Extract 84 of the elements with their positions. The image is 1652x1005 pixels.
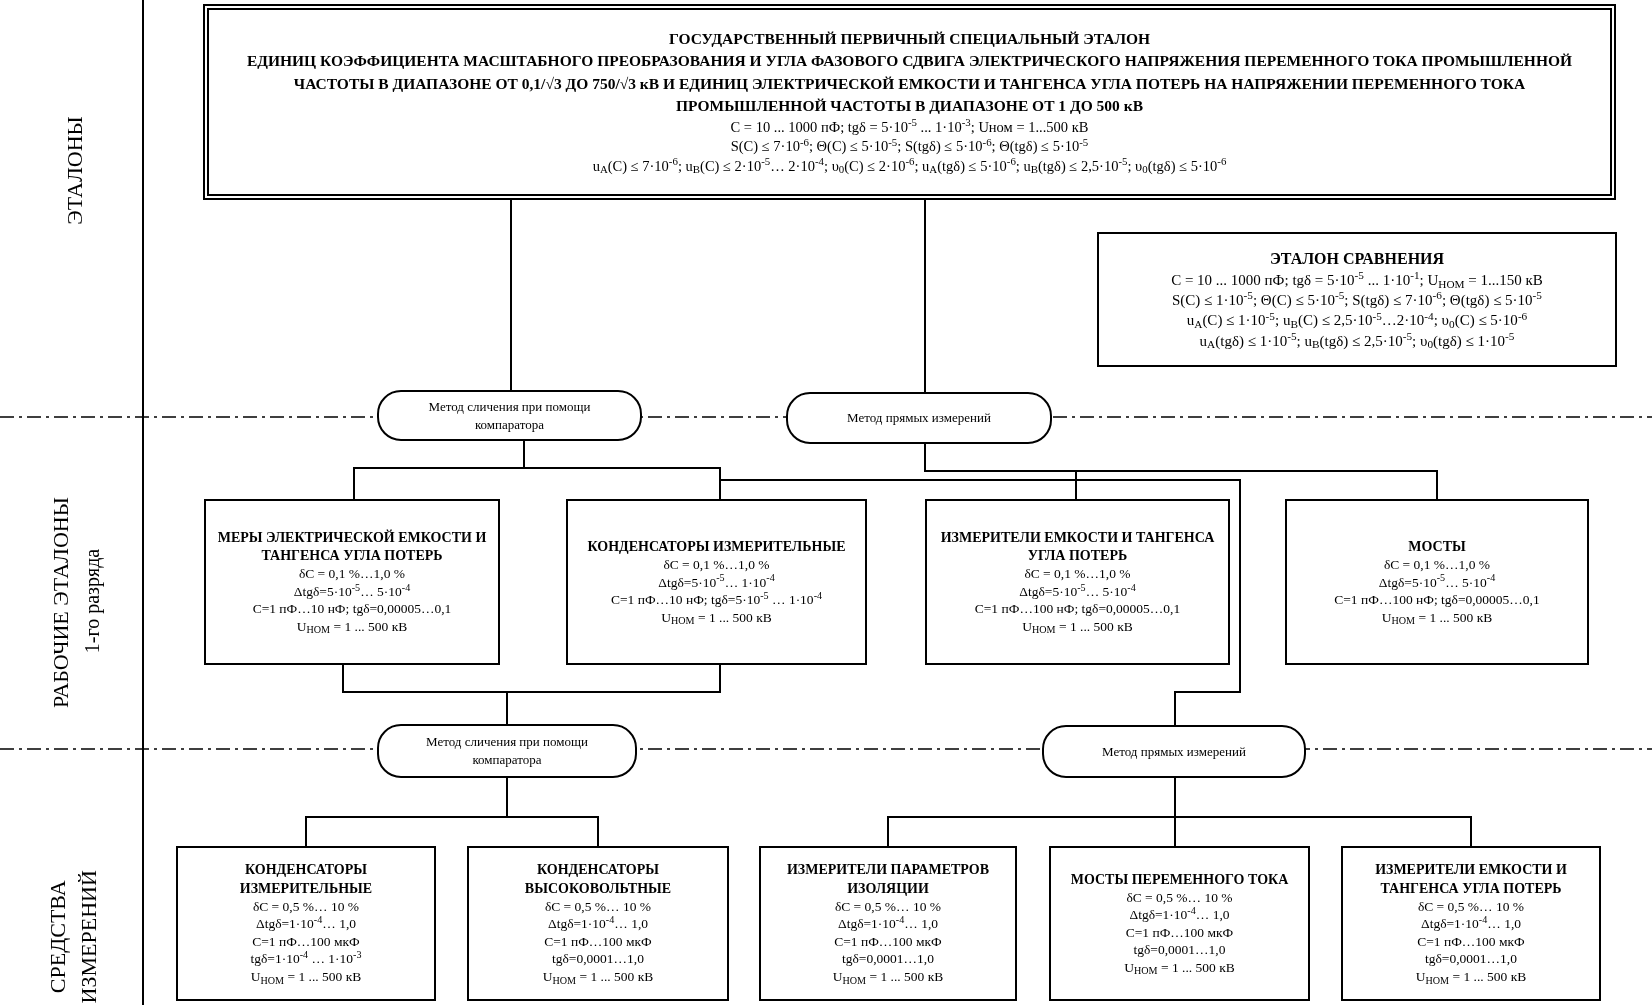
parameter-line: Δtgδ=1·10$^{-4}$… 1,0 [255,915,357,933]
category-box [467,846,729,1001]
box-heading: ИЗМЕРИТЕЛИ ПАРАМЕТРОВ ИЗОЛЯЦИИ [785,861,990,898]
connector-line [506,777,599,847]
parameter-line: C=1 пФ…100 нФ; tgδ=0,00005…0,1 [1334,591,1540,609]
box-heading: ИЗМЕРИТЕЛИ ЕМКОСТИ И ТАНГЕНСА УГЛА ПОТЕРЬ [1374,861,1568,898]
parameter-line: δC = 0,1 %…1,0 % [298,565,406,583]
parameter-line: C=1 пФ…100 мкФ [1125,923,1234,942]
parameter-line: U$_{НОМ}$ = 1 ... 500 кВ [1124,958,1235,977]
parameter-line: δC = 0,1 %…1,0 % [663,556,770,574]
parameter-line: Δtgδ=1·10$^{-4}$… 1,0 [1129,906,1230,924]
box-heading: МЕРЫ ЭЛЕКТРИЧЕСКОЙ ЕМКОСТИ И ТАНГЕНСА УГЛА ПОТЕРЬ [216,528,488,565]
connector-line [506,664,721,725]
parameter-line: U$_{НОМ}$ = 1 ... 500 кВ [1381,608,1493,627]
parameter-line: C=1 пФ…10 нФ; tgδ=5·10$^{-5}$ … 1·10$^{-4}$ [610,591,823,609]
box-heading: ЕДИНИЦ КОЭФФИЦИЕНТА МАСШТАБНОГО ПРЕОБРАЗОВАНИЯ И УГЛА ФАЗОВОГО СДВИГА ЭЛЕКТРИЧЕСКОГО НАПРЯЖЕНИЯ ПЕРЕМЕННОГО ТОКА ПРОМЫШЛЕННОЙ ЧАСТОТЫ В ДИАПАЗОНЕ ОТ 0,1/√3 ДО 750/√3 кВ И ЕДИНИЦ ЭЛЕКТРИЧЕСКОЙ ЕМКОСТИ И ТАНГЕНСА УГЛА ПОТЕРЬ НА НАПРЯЖЕНИИ ПЕРЕМЕННОГО ТОКА ПРОМЫШЛЕННОЙ ЧАСТОТЫ В ДИАПАЗОНЕ ОТ 1 ДО 500 кВ [245,51,1574,117]
method-pill: Метод сличения при помощи компаратора [377,724,637,778]
parameter-line: Δtgδ=5·10$^{-5}$… 5·10$^{-4}$ [1378,573,1496,592]
parameter-line: C=1 пФ…100 мкФ [544,932,652,951]
parameter-line: tgδ=0,0001…1,0 [1425,950,1517,968]
parameter-line: C = 10 ... 1000 пФ; tgδ = 5·10$^{-5}$ ... 1·10$^{-1}$; U$_{НОМ}$ = 1...150 кВ [1171,269,1543,291]
section-label: 1-го разряда [80,547,105,656]
box-heading: ИЗМЕРИТЕЛИ ЕМКОСТИ И ТАНГЕНСА УГЛА ПОТЕРЬ [939,528,1216,565]
parameter-line: C=1 пФ…100 мкФ [1417,932,1525,951]
parameter-line: C=1 пФ…100 мкФ [252,932,360,951]
standard-box [203,4,1616,200]
parameter-line: C=1 пФ…100 нФ; tgδ=0,00005…0,1 [974,600,1181,618]
connector-line [510,199,512,391]
parameter-line: tgδ=0,0001…1,0 [552,950,644,968]
box-heading: МОСТЫ ПЕРЕМЕННОГО ТОКА [1070,870,1289,889]
parameter-line: δC = 0,5 %… 10 % [252,897,360,916]
method-pill: Метод прямых измерений [1042,725,1306,778]
connector-line [924,199,926,393]
parameter-line: δC = 0,1 %…1,0 % [1383,556,1491,574]
parameter-line: U$_{НОМ}$ = 1 ... 500 кВ [542,968,654,986]
parameter-line: δC = 0,1 %…1,0 % [1024,565,1131,583]
parameter-line: U$_{НОМ}$ = 1 ... 500 кВ [832,968,944,986]
parameter-line: U$_{НОМ}$ = 1 ... 500 кВ [250,968,362,986]
box-heading: КОНДЕНСАТОРЫ ИЗМЕРИТЕЛЬНЫЕ [587,537,846,556]
parameter-line: C = 10 ... 1000 пФ; tgδ = 5·10$^{-5}$ ... 1·10$^{-3}$; Uном = 1...500 кВ [730,117,1089,137]
box-heading: МОСТЫ [1408,537,1466,556]
parameter-line: C=1 пФ…100 мкФ [834,932,942,951]
parameter-line: u$_{A}$(C) ≤ 1·10$^{-5}$; u$_{B}$(C) ≤ 2,5·10$^{-5}$…2·10$^{-4}$; υ$_{0}$(C) ≤ 5·10$^{-6}$ [1186,310,1528,331]
section-label: РАБОЧИЕ ЭТАЛОНЫ [46,496,74,710]
parameter-line: Δtgδ=1·10$^{-4}$… 1,0 [547,915,649,933]
parameter-line: Δtgδ=5·10$^{-5}$… 1·10$^{-4}$ [658,573,775,592]
parameter-line: Δtgδ=5·10$^{-5}$… 5·10$^{-4}$ [293,582,411,601]
category-box [176,846,436,1001]
category-box [1097,232,1617,367]
box-heading: КОНДЕНСАТОРЫ ИЗМЕРИТЕЛЬНЫЕ [238,861,374,898]
parameter-line: δC = 0,5 %… 10 % [1126,888,1233,907]
parameter-line: δC = 0,5 %… 10 % [834,897,942,916]
parameter-line: δC = 0,5 %… 10 % [544,897,652,916]
box-heading: КОНДЕНСАТОРЫ ВЫСОКОВОЛЬТНЫЕ [523,861,673,898]
section-label: ЭТАЛОНЫ [60,115,88,227]
method-pill: Метод сличения при помощи компаратора [377,390,642,441]
parameter-line: Δtgδ=5·10$^{-5}$… 5·10$^{-4}$ [1019,582,1136,601]
parameter-line: tgδ=1·10$^{-4}$ … 1·10$^{-3}$ [250,950,362,968]
section-label: СРЕДСТВА ИЗМЕРЕНИЙ [44,869,102,1005]
parameter-line: u$_{A}$(tgδ) ≤ 1·10$^{-5}$; u$_{B}$(tgδ) ≤ 2,5·10$^{-5}$; υ$_{0}$(tgδ) ≤ 1·10$^{-5}$ [1199,330,1515,351]
parameter-line: tgδ=0,0001…1,0 [1133,941,1226,959]
parameter-line: C=1 пФ…10 нФ; tgδ=0,00005…0,1 [252,600,452,618]
parameter-line: δC = 0,5 %… 10 % [1417,897,1525,916]
method-pill: Метод прямых измерений [786,392,1052,444]
category-box [1341,846,1601,1001]
category-box [204,499,500,665]
connector-line [1174,777,1472,847]
box-heading: ЭТАЛОН СРАВНЕНИЯ [1269,249,1445,270]
parameter-line: S(C) ≤ 1·10$^{-5}$; Θ(C) ≤ 5·10$^{-5}$; S(tgδ) ≤ 7·10$^{-6}$; Θ(tgδ) ≤ 5·10$^{-5}$ [1172,290,1542,311]
parameter-line: tgδ=0,0001…1,0 [842,950,934,968]
parameter-line: U$_{НОМ}$ = 1 ... 500 кВ [661,608,772,627]
parameter-line: U$_{НОМ}$ = 1 ... 500 кВ [296,617,408,636]
parameter-line: Δtgδ=1·10$^{-4}$… 1,0 [837,915,939,933]
box-heading: ГОСУДАРСТВЕННЫЙ ПЕРВИЧНЫЙ СПЕЦИАЛЬНЫЙ ЭТАЛОН [668,28,1151,49]
parameter-line: U$_{НОМ}$ = 1 ... 500 кВ [1022,617,1133,636]
parameter-line: U$_{НОМ}$ = 1 ... 500 кВ [1415,968,1527,986]
category-box [759,846,1017,1001]
parameter-line: Δtgδ=1·10$^{-4}$… 1,0 [1420,915,1522,933]
parameter-line: u$_{A}$(C) ≤ 7·10$^{-6}$; u$_{B}$(C) ≤ 2·10$^{-5}$… 2·10$^{-4}$; υ$_{0}$(C) ≤ 2·10$^{-6}$; u$_{A}$(tgδ) ≤ 5·10$^{-6}$; u$_{B}$(tgδ) ≤ 2,5·10$^{-5}$; υ$_{0}$(tgδ) ≤ 5·10$^{-6}$ [592,156,1227,177]
category-box [925,499,1230,665]
category-box [566,499,867,665]
category-box [1285,499,1589,665]
parameter-line: S(C) ≤ 7·10$^{-6}$; Θ(C) ≤ 5·10$^{-5}$; S(tgδ) ≤ 5·10$^{-6}$; Θ(tgδ) ≤ 5·10$^{-5}$ [730,137,1089,157]
category-box [1049,846,1310,1001]
